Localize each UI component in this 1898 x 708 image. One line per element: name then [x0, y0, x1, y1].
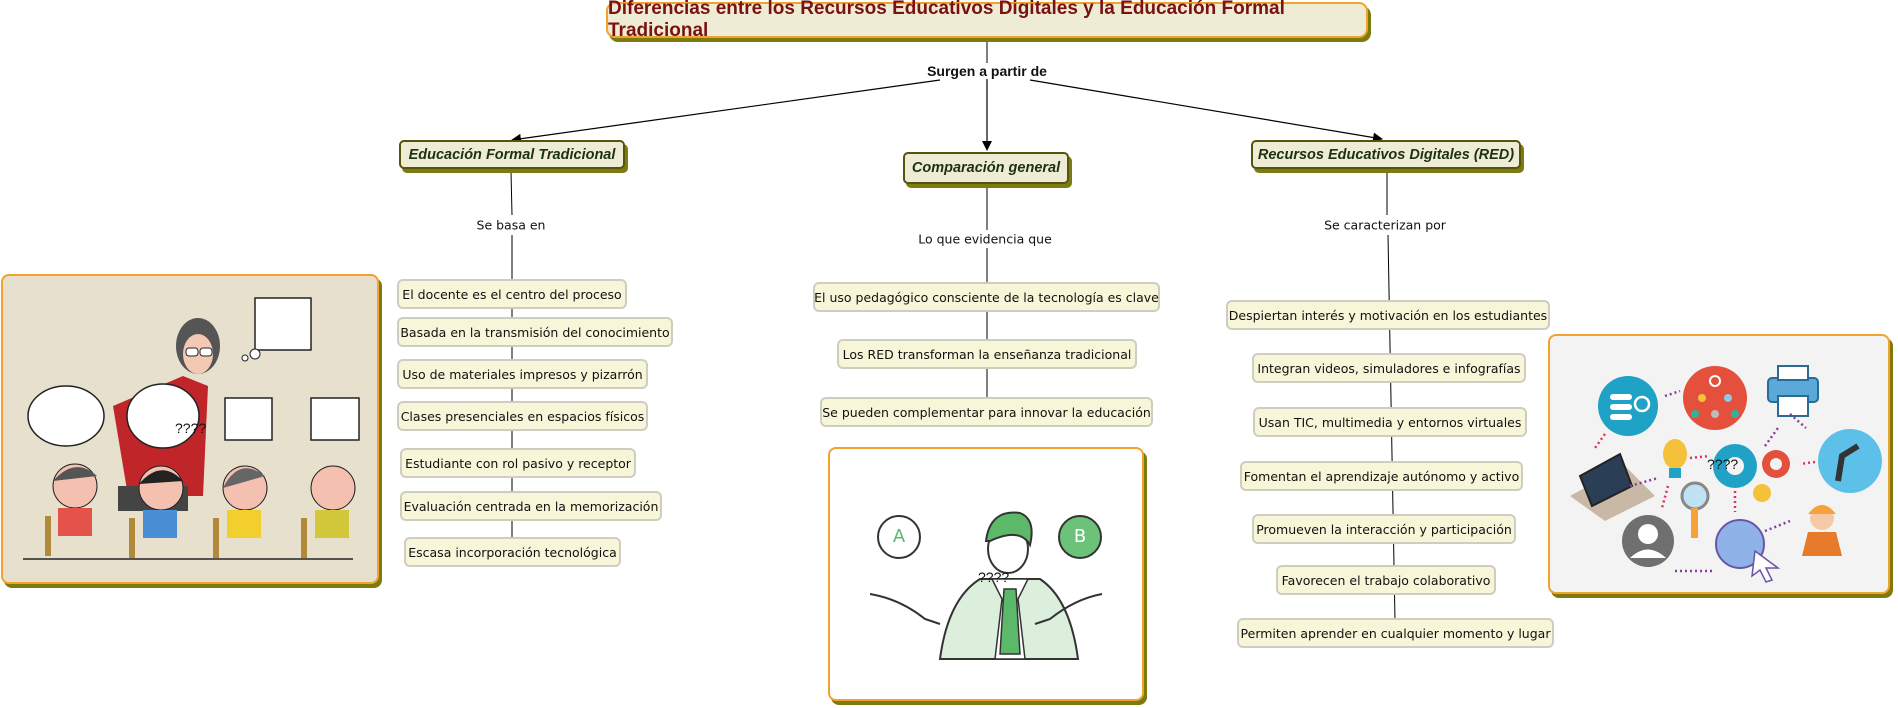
concept-text: El docente es el centro del proceso [402, 286, 622, 302]
category-label: Educación Formal Tradicional [408, 146, 616, 163]
concept-item[interactable]: Estudiante con rol pasivo y receptor [400, 448, 636, 478]
concept-text: Uso de materiales impresos y pizarrón [402, 366, 643, 382]
digital-resources-illustration[interactable]: ???? [1548, 334, 1890, 594]
option-b-label: B [1073, 526, 1087, 547]
category-red[interactable]: Recursos Educativos Digitales (RED) [1251, 140, 1521, 169]
concept-item[interactable]: Se pueden complementar para innovar la e… [820, 397, 1153, 427]
overlay-question-marks: ???? [1707, 456, 1739, 472]
lightbulb-icon [1663, 439, 1687, 469]
concept-item[interactable]: El docente es el centro del proceso [397, 279, 627, 309]
concept-item[interactable]: Integran videos, simuladores e infografí… [1252, 353, 1526, 383]
thought-bubble [310, 397, 360, 441]
link-root-to-right [1029, 79, 1383, 143]
classroom-drawing [23, 297, 360, 560]
concept-text: Los RED transforman la enseñanza tradici… [842, 346, 1132, 362]
gear-icon [1753, 484, 1771, 502]
category-label: Recursos Educativos Digitales (RED) [1257, 146, 1515, 163]
globe-cursor-icon [1715, 519, 1765, 569]
concept-text: Promueven la interacción y participación [1256, 521, 1512, 537]
concept-item[interactable]: Despiertan interés y motivación en los e… [1226, 300, 1550, 330]
concept-item[interactable]: Escasa incorporación tecnológica [404, 537, 621, 567]
overlay-question-marks: ???? [978, 569, 1010, 585]
choice-drawing [869, 511, 1103, 660]
link-left-spine-top [510, 170, 513, 216]
concept-item[interactable]: Favorecen el trabajo colaborativo [1276, 565, 1496, 595]
concept-text: Se pueden complementar para innovar la e… [822, 404, 1151, 420]
concept-item[interactable]: Usan TIC, multimedia y entornos virtuale… [1253, 407, 1527, 437]
student [213, 465, 268, 558]
concept-item[interactable]: Promueven la interacción y participación [1252, 514, 1516, 544]
concept-text: Fomentan el aprendizaje autónomo y activ… [1243, 468, 1520, 484]
classroom-illustration[interactable]: ???? [1, 274, 379, 584]
concept-item[interactable]: Evaluación centrada en la memorización [400, 491, 662, 521]
option-b-circle [1058, 515, 1102, 559]
concept-text: Permiten aprender en cualquier momento y… [1240, 625, 1551, 641]
option-a-label: A [892, 526, 906, 547]
overlay-question-marks: ???? [175, 420, 207, 436]
category-educacion-formal[interactable]: Educación Formal Tradicional [399, 140, 625, 169]
concept-item[interactable]: Basada en la transmisión del conocimient… [397, 317, 673, 347]
category-comparacion[interactable]: Comparación general [903, 152, 1069, 184]
person-hair [984, 511, 1033, 548]
concept-item[interactable]: Uso de materiales impresos y pizarrón [397, 359, 648, 389]
concept-text: Integran videos, simuladores e infografí… [1257, 360, 1521, 376]
digital-resources-drawing [1570, 365, 1882, 583]
concept-item[interactable]: Fomentan el aprendizaje autónomo y activ… [1240, 461, 1523, 491]
magnifier-icon [1680, 481, 1710, 511]
concept-text: El uso pedagógico consciente de la tecno… [814, 289, 1159, 305]
robot-arm-icon [1818, 429, 1882, 493]
concept-text: Evaluación centrada en la memorización [403, 498, 659, 514]
thought-bubble [27, 385, 105, 447]
concept-text: Escasa incorporación tecnológica [408, 544, 617, 560]
map-title[interactable]: Diferencias entre los Recursos Educativo… [606, 0, 1368, 41]
category-label: Comparación general [911, 160, 1061, 176]
concept-text: Favorecen el trabajo colaborativo [1281, 572, 1491, 588]
concept-text: Despiertan interés y motivación en los e… [1228, 307, 1548, 323]
concept-text: Usan TIC, multimedia y entornos virtuale… [1258, 414, 1522, 430]
thought-bubble [224, 397, 273, 441]
concept-item[interactable]: El uso pedagógico consciente de la tecno… [813, 282, 1160, 312]
student [45, 463, 98, 556]
link-label-right: Se caracterizan por [1322, 217, 1448, 233]
map-title-text: Diferencias entre los Recursos Educativo… [608, 0, 1285, 41]
link-label-left: Se basa en [474, 217, 548, 233]
student [301, 465, 356, 558]
link-label-center: Lo que evidencia que [916, 231, 1054, 247]
concept-item[interactable]: Permiten aprender en cualquier momento y… [1237, 618, 1554, 648]
concept-text: Estudiante con rol pasivo y receptor [405, 455, 631, 471]
option-a-circle [877, 515, 921, 559]
tie [999, 588, 1021, 655]
concept-text: Clases presenciales en espacios físicos [400, 408, 645, 424]
concept-item[interactable]: Clases presenciales en espacios físicos [397, 401, 648, 431]
speech-paper [126, 383, 200, 449]
link-label-root: Surgen a partir de [925, 63, 1049, 79]
thought-bubble [254, 297, 312, 351]
concept-text: Basada en la transmisión del conocimient… [400, 324, 670, 340]
link-root-to-left [511, 79, 941, 144]
student [129, 465, 184, 558]
concept-item[interactable]: Los RED transforman la enseñanza tradici… [837, 339, 1137, 369]
choice-illustration[interactable]: A B ???? [828, 447, 1144, 701]
